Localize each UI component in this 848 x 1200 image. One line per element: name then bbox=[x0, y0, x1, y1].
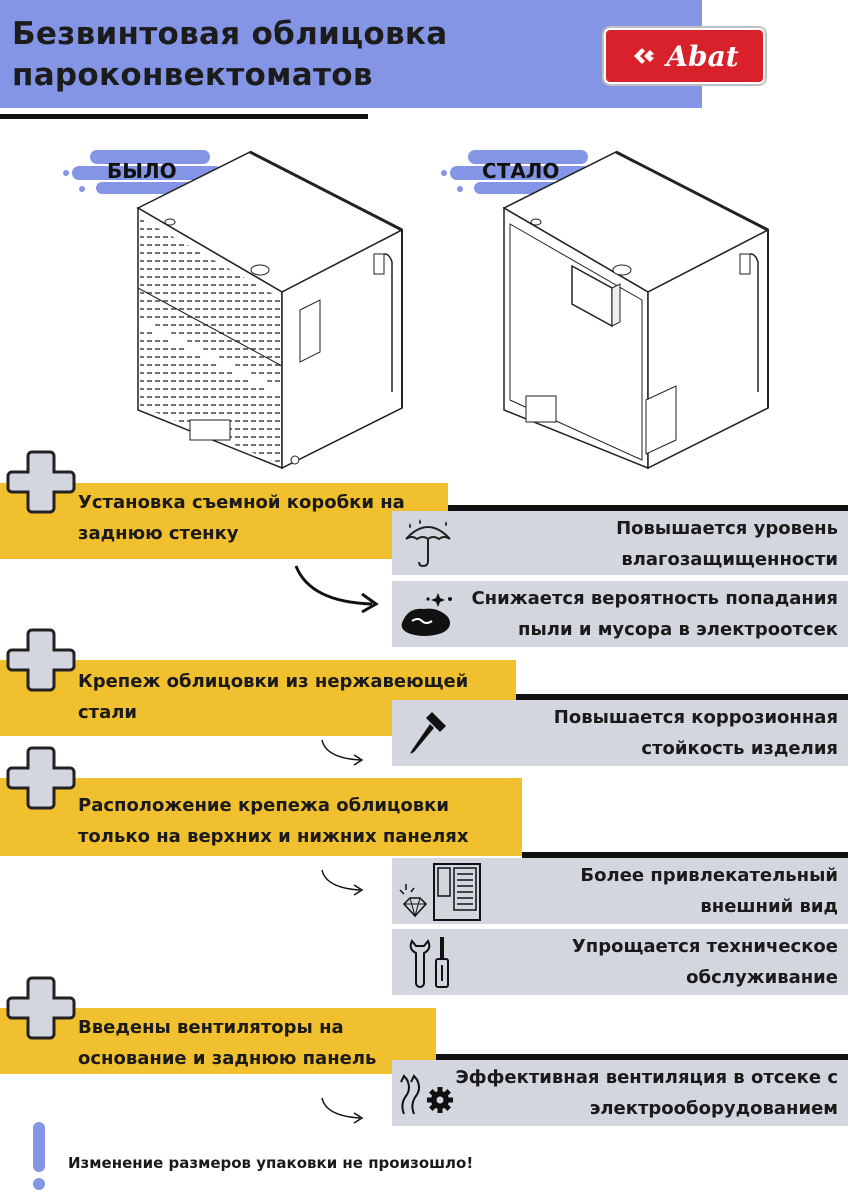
plus-icon bbox=[6, 450, 76, 514]
feature-text-1-line1: Установка съемной коробки на bbox=[78, 492, 405, 513]
feature-bar-4 bbox=[0, 1008, 436, 1074]
header-banner: Безвинтовая облицовка пароконвектоматов bbox=[0, 0, 702, 108]
feature-text-1: Установка съемной коробки на заднюю стен… bbox=[78, 487, 405, 549]
benefit-top-rule bbox=[448, 505, 848, 511]
umbrella-icon bbox=[405, 519, 451, 568]
plus-icon bbox=[6, 746, 76, 810]
benefit-box-4a: Эффективная вентиляция в отсеке с электр… bbox=[392, 1060, 848, 1126]
benefit-box-1a: Повышается уровень влагозащищенности bbox=[392, 511, 848, 575]
benefit-text-4a: Эффективная вентиляция в отсеке с электр… bbox=[456, 1062, 839, 1124]
feature-bar-3 bbox=[0, 778, 522, 856]
oven-after-illustration bbox=[502, 150, 770, 470]
benefit-text-4a-line1: Эффективная вентиляция в отсеке с bbox=[455, 1067, 839, 1088]
wrench-screwdriver-icon bbox=[409, 937, 449, 988]
benefit-text-1b-line1: Снижается вероятность попадания bbox=[471, 588, 838, 609]
feature-text-3-line1: Расположение крепежа облицовки bbox=[78, 795, 449, 816]
benefit-box-3a: Более привлекательный внешний вид bbox=[392, 858, 848, 924]
arrow-icon bbox=[321, 869, 364, 896]
benefit-box-2a: Повышается коррозионная стойкость издели… bbox=[392, 700, 848, 766]
brand-logo: Abat bbox=[602, 26, 767, 86]
benefit-top-rule bbox=[522, 852, 848, 858]
page-title-line2: пароконвектоматов bbox=[12, 57, 373, 93]
benefit-text-3a-line2: внешний вид bbox=[700, 896, 838, 917]
page-title-line1: Безвинтовая облицовка bbox=[12, 16, 448, 52]
header-underline bbox=[0, 114, 368, 119]
benefit-text-2a: Повышается коррозионная стойкость издели… bbox=[554, 702, 838, 764]
benefit-text-4a-line2: электрооборудованием bbox=[589, 1098, 838, 1119]
arrow-icon bbox=[321, 1097, 364, 1124]
screw-icon bbox=[410, 712, 446, 754]
plus-icon bbox=[6, 628, 76, 692]
benefit-text-3b-line1: Упрощается техническое bbox=[571, 936, 838, 957]
benefit-text-3a: Более привлекательный внешний вид bbox=[580, 860, 838, 922]
after-label: СТАЛО bbox=[482, 159, 560, 183]
benefit-text-1b: Снижается вероятность попадания пыли и м… bbox=[471, 583, 838, 645]
page-title: Безвинтовая облицовка пароконвектоматов bbox=[12, 14, 447, 96]
exclamation-icon bbox=[33, 1122, 45, 1190]
plus-icon bbox=[6, 976, 76, 1040]
footer-note: Изменение размеров упаковки не произошло… bbox=[68, 1154, 474, 1172]
dust-cleaning-icon bbox=[401, 593, 452, 636]
feature-bar-1 bbox=[0, 483, 448, 559]
benefit-text-3a-line1: Более привлекательный bbox=[580, 865, 838, 886]
feature-text-2-line1: Крепеж облицовки из нержавеющей bbox=[78, 671, 469, 692]
feature-text-1-line2: заднюю стенку bbox=[78, 523, 239, 544]
benefit-box-3b: Упрощается техническое обслуживание bbox=[392, 929, 848, 995]
arrow-icon bbox=[321, 739, 364, 766]
oven-before-illustration bbox=[136, 150, 404, 470]
brand-logo-text: Abat bbox=[666, 39, 739, 73]
before-label: БЫЛО bbox=[107, 159, 177, 183]
benefit-text-3b-line2: обслуживание bbox=[686, 967, 838, 988]
appliance-diamond-icon bbox=[399, 863, 481, 921]
feature-text-4-line2: основание и заднюю панель bbox=[78, 1048, 377, 1069]
airflow-gear-icon bbox=[400, 1074, 453, 1115]
brand-logo-mark-icon bbox=[634, 48, 655, 64]
benefit-box-1b: Снижается вероятность попадания пыли и м… bbox=[392, 581, 848, 647]
feature-text-3: Расположение крепежа облицовки только на… bbox=[78, 790, 468, 852]
benefit-top-rule bbox=[516, 694, 848, 700]
benefit-text-2a-line1: Повышается коррозионная bbox=[553, 707, 838, 728]
benefit-text-2a-line2: стойкость изделия bbox=[641, 738, 838, 759]
after-splash-graphic bbox=[441, 150, 612, 194]
benefit-text-1a-line2: влагозащищенности bbox=[621, 549, 838, 570]
feature-text-2: Крепеж облицовки из нержавеющей стали bbox=[78, 666, 468, 728]
benefit-text-1b-line2: пыли и мусора в электроотсек bbox=[518, 619, 838, 640]
benefit-text-3b: Упрощается техническое обслуживание bbox=[572, 931, 838, 993]
feature-text-4: Введены вентиляторы на основание и задню… bbox=[78, 1012, 376, 1074]
benefit-text-1a: Повышается уровень влагозащищенности bbox=[616, 513, 838, 575]
feature-text-4-line1: Введены вентиляторы на bbox=[78, 1017, 344, 1038]
arrow-icon bbox=[294, 565, 379, 614]
feature-text-2-line2: стали bbox=[78, 702, 138, 723]
benefit-top-rule bbox=[436, 1054, 848, 1060]
benefit-text-1a-line1: Повышается уровень bbox=[616, 518, 838, 539]
feature-text-3-line2: только на верхних и нижних панелях bbox=[78, 826, 469, 847]
